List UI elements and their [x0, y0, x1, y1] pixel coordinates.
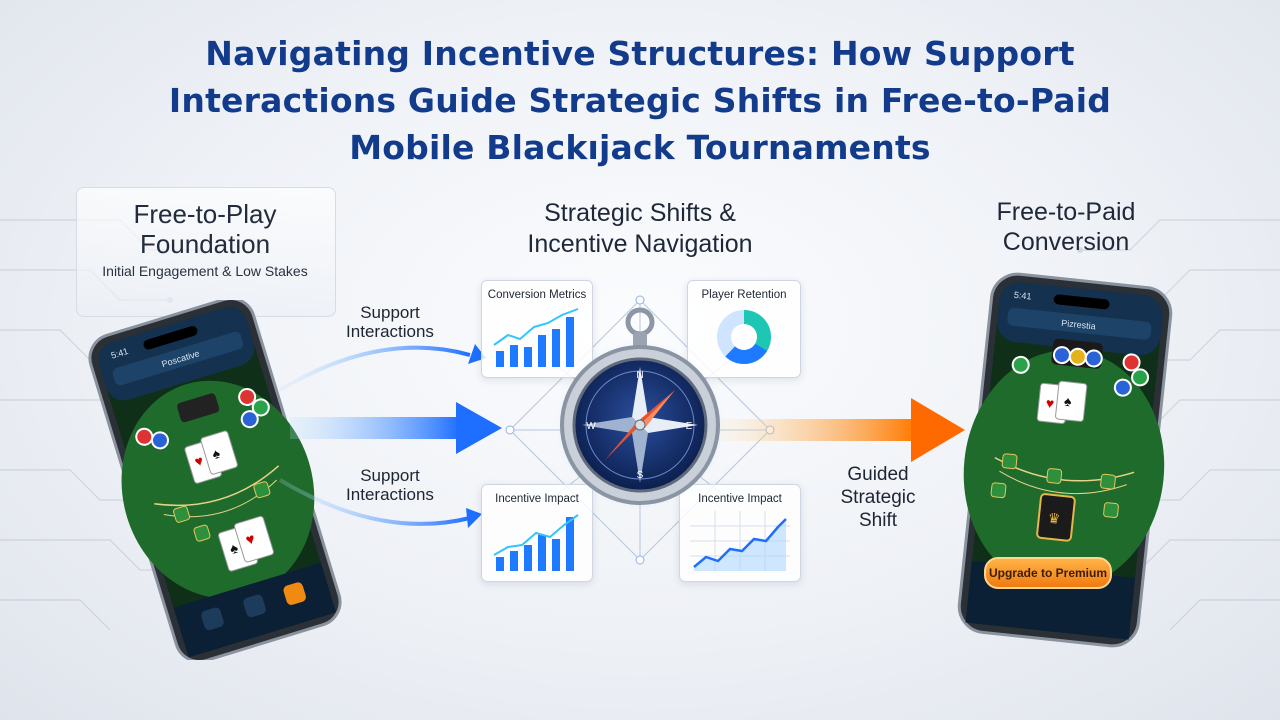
phone-status-time: 5:41 [110, 346, 130, 361]
heading-line: Strategic Shifts & [544, 199, 736, 227]
card-title: Conversion Metrics [487, 289, 587, 301]
card-title: Player Retention [701, 289, 787, 301]
arrow-head-icon [911, 398, 965, 462]
phone-header-label: Pizrestia [1061, 318, 1096, 332]
right-phone: 5:41 Pizrestia ♥ ♠ ♛ [957, 272, 1173, 648]
label-line: Support [360, 466, 420, 485]
playing-cards: ♥ ♠ [1036, 380, 1088, 424]
guided-shift-arrow [715, 398, 965, 462]
label-line: Support [360, 303, 420, 322]
free-to-play-heading: Free-to-Play Foundation [76, 199, 334, 259]
heading-line: Foundation [139, 229, 271, 259]
svg-text:♠: ♠ [1063, 393, 1073, 410]
heading-line: Free-to-Paid [996, 198, 1136, 226]
bar-chart-icon [493, 514, 579, 571]
svg-text:♛: ♛ [1047, 510, 1061, 527]
free-to-play-subtitle: Initial Engagement & Low Stakes [102, 263, 308, 279]
svg-text:♥: ♥ [1045, 395, 1055, 412]
support-arrow-top [278, 345, 471, 392]
compass-south-label: S [637, 470, 644, 481]
arrow-head-icon [466, 508, 482, 528]
label-line: Guided [847, 464, 909, 485]
compass-west-label: W [586, 421, 596, 432]
chip-stack [135, 387, 270, 450]
arrow-head-icon [456, 402, 502, 454]
heading-line: Incentive Navigation [527, 230, 753, 258]
strategic-shifts-heading: Strategic Shifts & Incentive Navigation [470, 198, 810, 260]
conversion-metrics-card: Conversion Metrics [481, 280, 593, 378]
main-blue-arrow [290, 417, 460, 439]
support-interactions-top: Support Interactions [320, 303, 460, 341]
playing-cards: ♥ ♠ ♠ ♥ [184, 430, 274, 572]
title-line-2: Interactions Guide Strategic Shifts in F… [168, 81, 1112, 120]
label-line: Shift [858, 510, 898, 531]
label-line: Interactions [346, 322, 434, 341]
support-interactions-bottom: Support Interactions [320, 466, 460, 504]
support-arrows [278, 344, 502, 528]
upgrade-to-premium-button[interactable]: Upgrade to Premium [984, 557, 1112, 589]
card-title: Incentive Impact [698, 493, 782, 505]
card-title: Incentive Impact [495, 493, 579, 505]
line-chart-icon [690, 511, 790, 571]
compass-icon: N S E W [555, 307, 725, 510]
compass-east-label: E [686, 421, 693, 432]
title-line-3: Mobile Blackıjack Tournaments [349, 128, 931, 167]
heading-line: Conversion [1002, 228, 1130, 256]
title-line-1: Navigating Incentive Structures: How Sup… [205, 34, 1075, 73]
compass-north-label: N [636, 370, 643, 381]
guided-strategic-shift-label: Guided Strategic Shift [818, 463, 938, 532]
incentive-impact-card-left: Incentive Impact [481, 484, 593, 582]
player-retention-card: Player Retention [687, 280, 801, 378]
left-phone: 5:41 Poscative ♥ ♠ ♠ ♥ [88, 300, 342, 660]
phone-status-time: 5:41 [1013, 290, 1031, 302]
chip-stack [1011, 338, 1150, 397]
heading-line: Free-to-Play [133, 199, 277, 229]
bar-chart-icon [493, 308, 579, 367]
label-line: Interactions [346, 485, 434, 504]
free-to-paid-heading: Free-to-Paid Conversion [960, 197, 1172, 257]
premium-card-icon [1036, 493, 1076, 542]
donut-chart-icon [717, 310, 771, 364]
label-line: Strategic [840, 487, 916, 508]
support-arrow-bottom [278, 478, 471, 526]
page-title: Navigating Incentive Structures: How Sup… [60, 30, 1220, 171]
incentive-impact-card-right: Incentive Impact [679, 484, 801, 582]
